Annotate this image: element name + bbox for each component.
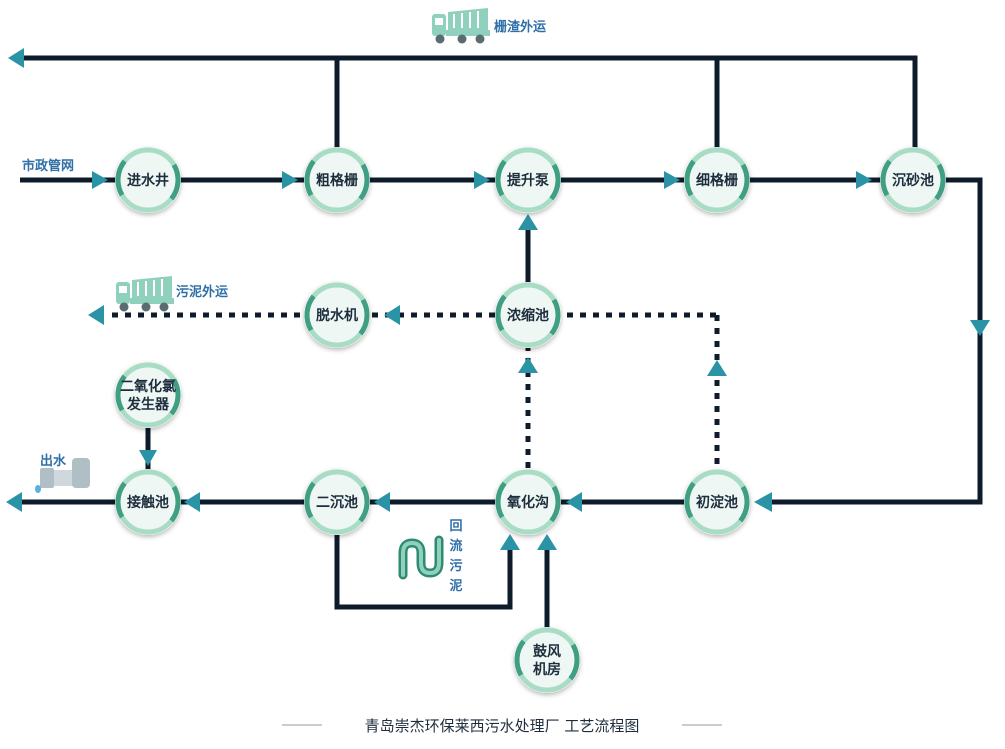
return-pipe-icon (398, 535, 444, 580)
node-intake-well (115, 147, 181, 213)
arrow-down-right (970, 320, 990, 336)
arrow-into-thickener (518, 357, 538, 373)
arrow-into-contact (184, 492, 200, 512)
node-fine-screen (684, 147, 750, 213)
node-label: 脱水机 (316, 307, 358, 324)
arrow-chlorine-down (139, 450, 157, 466)
screenings-line (22, 55, 918, 148)
arrow-into-coarse (282, 171, 298, 189)
arrow-into-pump-up (518, 214, 538, 230)
return-sludge-line (334, 532, 513, 610)
arrow-effluent-out (6, 492, 22, 512)
node-label-line-2: 机房 (533, 661, 561, 678)
node-coarse-screen (304, 147, 370, 213)
node-lift-pump (495, 147, 561, 213)
node-label: 氧化沟 (506, 494, 549, 511)
return-sludge-char: 泥 (449, 579, 462, 594)
node-primary-clarifier (684, 469, 750, 535)
node-label: 提升泵 (507, 172, 549, 189)
node-label: 二沉池 (316, 494, 358, 511)
sludge-lines (112, 312, 720, 470)
pipe-outlet-icon (35, 458, 90, 493)
effluent-label: 出水 (40, 453, 67, 469)
node-label: 进水井 (127, 172, 169, 189)
arrow-return-sludge-up (500, 534, 520, 550)
arrow-into-secondary (374, 492, 390, 512)
node-label: 浓缩池 (507, 307, 549, 324)
flow-lines (20, 55, 983, 628)
arrow-into-primary (754, 492, 772, 512)
grit-to-primary-line (770, 177, 983, 505)
truck-icon (432, 8, 490, 44)
municipal-network-label: 市政管网 (22, 158, 74, 174)
node-label: 初淀池 (696, 494, 738, 511)
node-grit-chamber (880, 147, 946, 213)
arrow-primary-sludge-up (707, 360, 727, 376)
arrow-into-intake (92, 171, 108, 189)
node-label-line-1: 鼓风 (533, 643, 561, 660)
sludge-out-label: 污泥外运 (176, 284, 228, 300)
arrow-into-fine (664, 171, 680, 189)
arrow-into-pump (474, 171, 490, 189)
screenings-out-label: 栅渣外运 (494, 19, 546, 35)
return-sludge-char: 回 (449, 519, 462, 534)
node-dewatering-machine (304, 282, 370, 348)
node-label: 细格栅 (696, 172, 738, 189)
node-contact-tank (115, 469, 181, 535)
node-oxidation-ditch (495, 469, 561, 535)
return-sludge-char: 流 (449, 538, 462, 554)
truck-icon (116, 276, 174, 312)
return-sludge-label: 回 流 污 泥 (449, 519, 462, 594)
node-label: 接触池 (127, 494, 169, 511)
arrow-screenings-out (8, 48, 24, 68)
arrow-into-grit (856, 171, 872, 189)
arrow-air-up (537, 534, 557, 550)
node-secondary-clarifier (304, 469, 370, 535)
node-label-line-1: 二氧化氯 (120, 378, 176, 395)
node-label: 粗格栅 (316, 172, 358, 189)
arrow-sludge-out (88, 305, 104, 325)
diagram-caption: 青岛崇杰环保莱西污水处理厂 工艺流程图 (365, 717, 640, 735)
arrow-into-ditch (566, 492, 582, 512)
node-label-line-2: 发生器 (126, 396, 170, 413)
node-thickener (495, 282, 561, 348)
node-blower-room (514, 627, 580, 693)
node-chlorine-dioxide-generator (115, 362, 181, 428)
node-label: 沉砂池 (892, 172, 934, 189)
return-sludge-char: 污 (449, 558, 462, 574)
arrow-into-dewatering (384, 305, 400, 325)
flow-arrows (6, 48, 990, 550)
